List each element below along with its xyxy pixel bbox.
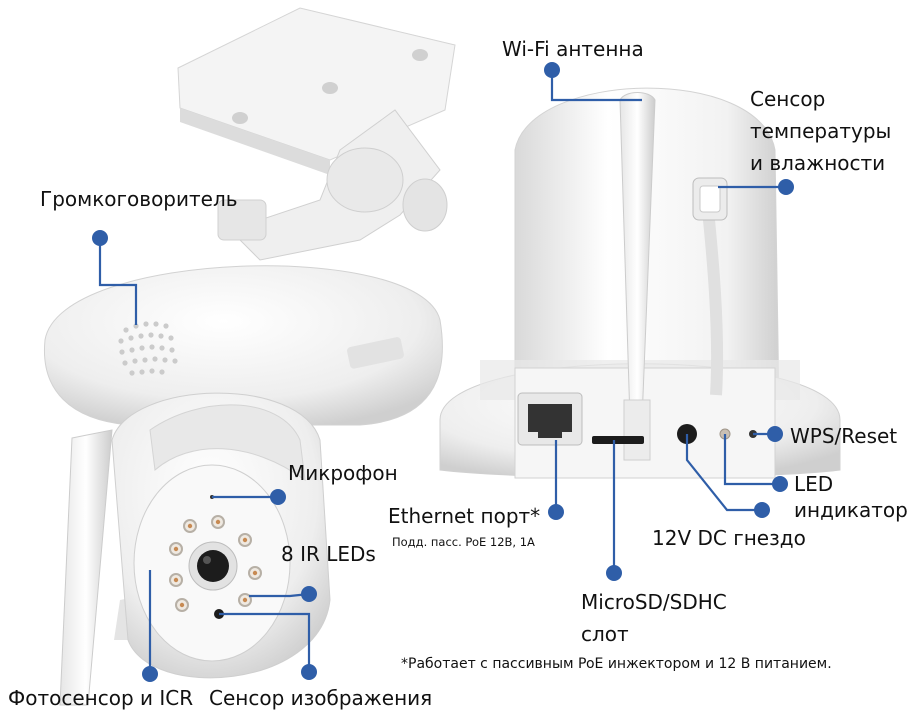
photo-sensor-label: Фотосенсор и ICR (8, 686, 193, 710)
temp-sensor-label-line3: и влажности (750, 151, 885, 175)
microphone-label: Микрофон (288, 461, 398, 485)
back-camera (440, 88, 840, 478)
image-sensor-label: Сенсор изображения (209, 686, 432, 710)
footnote: *Работает с пассивным PoE инжектором и 1… (401, 655, 832, 673)
microsd-label-line2: слот (581, 622, 629, 646)
ethernet-label: Ethernet порт* (388, 504, 540, 528)
mount-joint (327, 148, 403, 212)
temp-sensor-label-line2: температуры (750, 119, 891, 143)
mount-screw (412, 49, 428, 61)
antenna-base (624, 400, 650, 460)
dc-jack-label: 12V DC гнездо (652, 526, 806, 550)
led-label-line1: LED (794, 472, 833, 496)
wps-reset-label: WPS/Reset (790, 424, 897, 448)
mount-knob (403, 179, 447, 231)
lens (197, 550, 229, 582)
ir-leds-label: 8 IR LEDs (281, 542, 376, 566)
microsd-label-line1: MicroSD/SDHC (581, 590, 727, 614)
left-antenna (60, 430, 112, 705)
wifi-antenna-label: Wi-Fi антенна (502, 37, 644, 61)
mount-screw (232, 112, 248, 124)
mount-screw (322, 82, 338, 94)
led-label-line2: индикатор (794, 498, 908, 522)
ethernet-note: Подд. пасс. PoE 12B, 1A (392, 535, 535, 549)
temp-sensor-label-line1: Сенсор (750, 87, 825, 111)
speaker-label: Громкоговоритель (40, 187, 238, 211)
microsd-slot (592, 436, 644, 444)
front-camera (44, 8, 455, 705)
